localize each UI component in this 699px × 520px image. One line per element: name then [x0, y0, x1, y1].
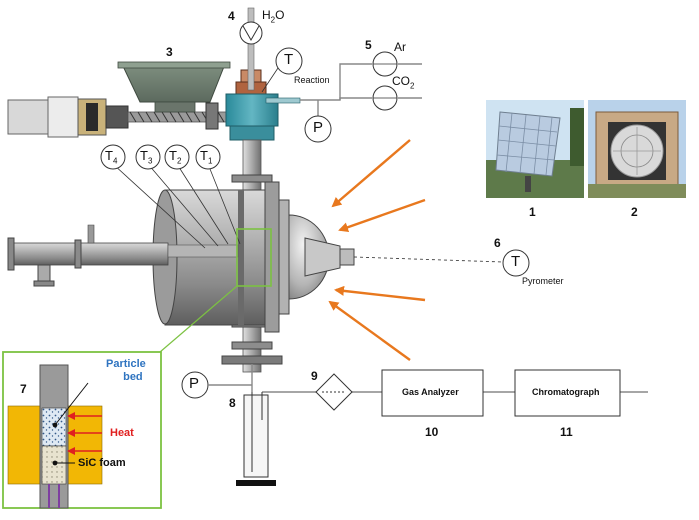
h2o-h: H: [262, 8, 271, 22]
label-3: 3: [166, 45, 173, 59]
label-10: 10: [425, 425, 439, 439]
filter: [315, 373, 353, 411]
t1-sub: 1: [207, 156, 213, 166]
thermocouple-t4: T4: [105, 148, 117, 166]
pyrometer-sightline: [353, 256, 504, 263]
pyrometer-temp-symbol: T: [511, 253, 521, 270]
label-9: 9: [311, 369, 318, 383]
particle-bed-label: Particle bed: [106, 358, 146, 384]
label-4: 4: [228, 9, 235, 23]
chromatograph-box: [514, 369, 621, 417]
pressure-symbol-bottom: P: [189, 375, 200, 392]
reaction-temp-symbol: T: [284, 51, 294, 68]
photo-solar-furnace: [588, 100, 686, 198]
pyrometer-label: Pyrometer: [522, 276, 564, 286]
pressure-symbol-top: P: [313, 119, 324, 136]
detail-callout: [159, 228, 272, 353]
thermocouple-t3: T3: [140, 148, 152, 166]
gas-inlet-lines: [300, 63, 422, 116]
reactor-chamber: [152, 181, 355, 333]
label-8: 8: [229, 396, 236, 410]
label-5: 5: [365, 38, 372, 52]
left-horizontal-pipe: [7, 224, 239, 287]
outlet-lines: [208, 364, 648, 393]
sunlight-arrows: [328, 139, 426, 361]
gas-flow-controllers: [372, 51, 398, 111]
thermocouple-leaders: [112, 163, 241, 249]
gas-analyzer-label: Gas Analyzer: [402, 387, 459, 397]
label-6: 6: [494, 236, 501, 250]
sampling-vessel: [236, 392, 276, 486]
t2-sub: 2: [176, 156, 182, 166]
t3-symbol: T: [140, 148, 148, 163]
thermocouple-t2: T2: [169, 148, 181, 166]
photo-heliostat: [486, 100, 584, 198]
t2-symbol: T: [169, 148, 177, 163]
particle-hopper: [117, 61, 231, 113]
reaction-label: Reaction: [294, 75, 330, 85]
h2o-sub: 2: [270, 15, 276, 25]
instrument-circles: [100, 47, 530, 399]
thermocouple-t1: T1: [200, 148, 212, 166]
t4-sub: 4: [112, 156, 118, 166]
h2o-o: O: [275, 8, 285, 22]
co2-text: CO: [392, 74, 410, 88]
label-11: 11: [560, 425, 573, 439]
particle-bed-inset: [2, 351, 162, 509]
sic-foam-label: SiC foam: [78, 457, 126, 469]
co2-sub: 2: [410, 81, 415, 91]
screw-feeder: [7, 96, 239, 138]
t4-symbol: T: [105, 148, 113, 163]
reaction-sensor-lead: [261, 67, 279, 93]
label-h2o: H2O: [262, 8, 284, 24]
label-2: 2: [631, 205, 638, 219]
label-1: 1: [529, 205, 536, 219]
water-pump: [239, 21, 263, 45]
feeder-valve-block: [225, 69, 301, 141]
heat-label: Heat: [110, 427, 134, 439]
t1-symbol: T: [200, 148, 208, 163]
t3-sub: 3: [147, 156, 153, 166]
gas-analyzer-box: [381, 369, 484, 417]
label-7: 7: [20, 382, 27, 396]
particle-bed-line2: bed: [123, 371, 143, 383]
particle-bed-line1: Particle: [106, 358, 146, 370]
label-ar: Ar: [394, 40, 406, 54]
chromatograph-label: Chromatograph: [532, 387, 600, 397]
label-co2: CO2: [392, 74, 414, 90]
